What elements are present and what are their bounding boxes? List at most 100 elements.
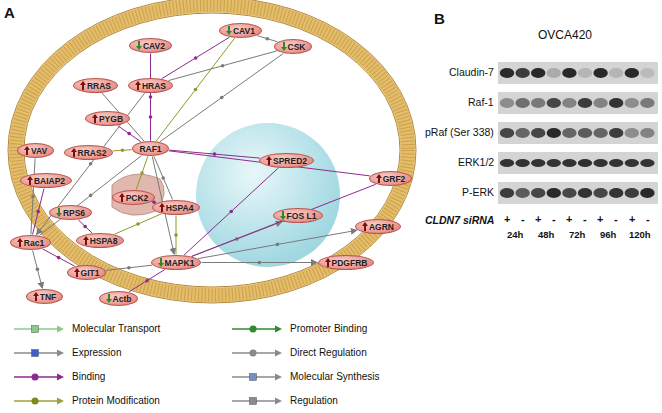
gene-name: HRAS [142,81,166,91]
legend-sample [14,374,64,381]
legend-sample [232,374,282,381]
gene-name: GIT1 [81,268,100,278]
gene-name: RPS6 [63,208,85,218]
panel-letter: A [4,4,15,21]
gene-node: HSPA4 [152,200,200,215]
regulation-arrow [266,156,272,165]
regulation-arrow [325,258,331,267]
regulation-arrow [80,81,86,90]
relation-line [33,251,43,289]
legend-text: Direct Regulation [290,347,367,358]
regulation-arrow [92,114,98,123]
blot-label: Claudin-7 [449,66,494,78]
regulation-arrow [135,81,141,90]
relation-line [115,214,162,234]
relation-dot [57,256,61,260]
regulation-arrow [376,174,382,183]
legend-sample [14,398,64,405]
relation-line [168,51,277,81]
lane-label: + [504,213,510,225]
lane-label: 24h [507,229,523,240]
gene-name: RRAS [87,81,111,91]
blot-strip [498,92,658,114]
regulation-arrow [226,26,232,35]
blot-strip [498,62,658,84]
relation-dot [83,225,87,229]
relation-dot [136,222,140,226]
membrane-inner [24,13,400,287]
lane-label: + [597,213,603,225]
gene-node: MAPK1 [151,255,201,270]
legend-text: Protein Modification [72,395,160,406]
gene-node: SPRED2 [259,153,314,168]
regulation-arrow [159,203,165,212]
legend-text: Expression [72,347,121,358]
gene-name: PDGFRB [332,258,368,268]
gene-name: CAV2 [143,41,165,51]
relation-dot [266,37,270,41]
gene-node: HRAS [128,78,173,93]
regulation-arrow [71,148,77,157]
gene-node: PDGFRB [318,255,374,270]
relation-dot [36,210,40,214]
relation-line [136,156,148,189]
regulation-arrow [280,211,286,220]
relation-line [184,168,278,255]
panel-letter: B [434,10,445,27]
lane-label: + [566,213,572,225]
relation-dot [145,279,149,283]
blot-label: P-ERK [462,186,494,198]
gene-name: RAF1 [139,144,161,154]
relation-line [37,93,145,234]
membrane-ticks [16,5,408,295]
lane-label: 120h [629,229,651,240]
gene-name: FOS L1 [287,211,317,221]
relation-dot [174,233,178,237]
nucleus-sphere [196,123,340,267]
gene-node: GIT1 [67,265,106,280]
gene-name: AGRN [369,222,394,232]
regulation-arrow [33,292,39,301]
lane-label: 72h [569,229,585,240]
gene-node: CAV1 [219,23,262,38]
gene-node: Actb [99,291,138,306]
relation-dot [221,64,225,68]
lane-label: + [629,213,635,225]
relation-line [257,36,277,42]
gene-name: RRAS2 [78,148,107,158]
relation-dot [121,149,125,153]
blot-strip [498,152,658,174]
gene-node: PCK2 [112,190,155,205]
blot-strip [498,182,658,204]
relation-line [118,126,141,142]
relation-line [160,53,283,141]
regulation-arrow [362,222,368,231]
gene-node: AGRN [355,219,401,234]
relation-dot [89,162,93,166]
relation-line [129,270,165,292]
blot-strip [498,122,658,144]
lane-label: - [521,213,525,225]
gene-name: CAV1 [233,26,255,36]
gene-name: HSPA8 [90,236,118,246]
regulation-arrow [83,236,89,245]
legend-text: Molecular Transport [72,323,160,334]
gene-node: RPS6 [49,205,92,220]
membrane-outer [8,0,416,303]
relation-line [192,184,376,256]
gene-name: HSPA4 [166,203,194,213]
gene-name: BAIAP2 [34,176,65,186]
gene-name: VAV [31,146,47,156]
gene-node: RRAS [73,78,118,93]
gene-name: Rac1 [24,238,44,248]
regulation-arrow [158,258,164,267]
gene-name: MAPK1 [165,258,195,268]
blot-label: Raf-1 [468,96,494,108]
gene-node: FOS L1 [273,208,323,223]
relation-line [43,249,75,266]
legend-text: Regulation [290,395,338,406]
relation-dot [89,194,93,198]
gene-name: TNF [40,292,57,302]
gene-node: Rac1 [10,235,51,250]
